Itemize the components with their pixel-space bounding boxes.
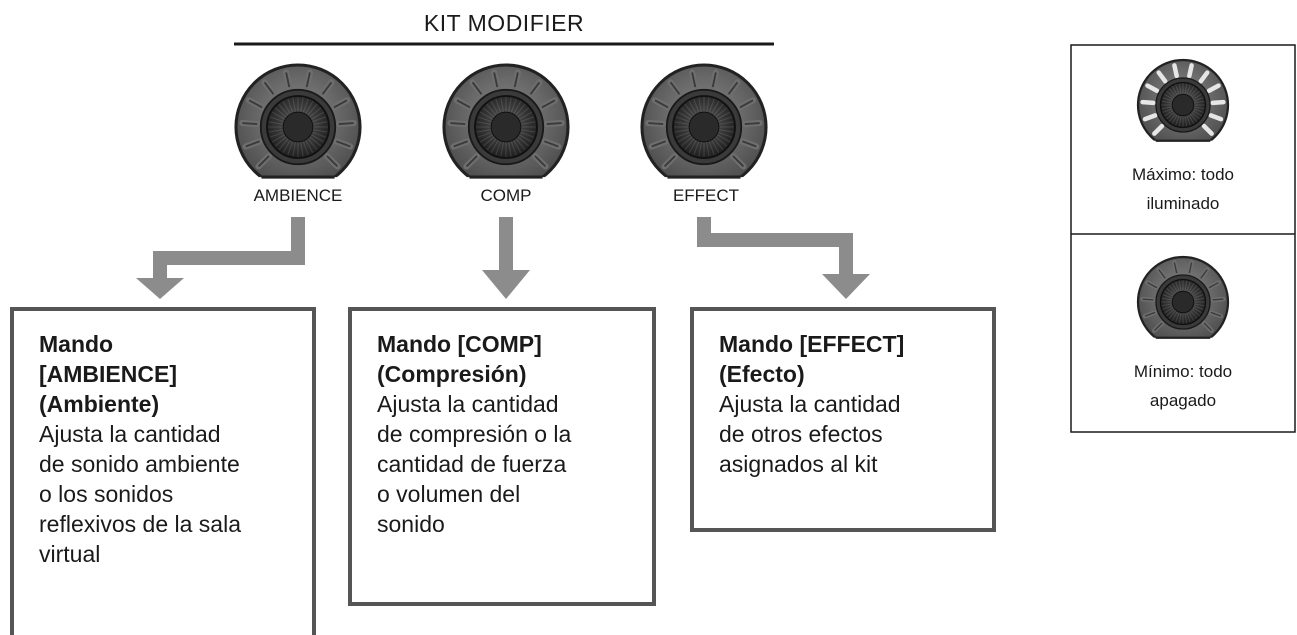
led-segment (1156, 70, 1168, 84)
comp-arrow-head (482, 270, 530, 299)
effect-knob-label: EFFECT (672, 186, 740, 205)
ambience-connector (153, 217, 305, 282)
effect-description-title: Mando [EFFECT] (Efecto) (719, 331, 905, 387)
ambience-knob-label: AMBIENCE (253, 186, 343, 205)
comp-box-border (348, 307, 656, 606)
legend-max-caption: Máximo: todo iluminado (1131, 165, 1235, 213)
effect-knob[interactable] (640, 63, 768, 189)
legend-min-caption: Mínimo: todo apagado (1133, 362, 1233, 410)
group-title: KIT MODIFIER (423, 10, 585, 36)
ambience-arrow-head (136, 278, 184, 299)
comp-description-box: Mando [COMP] (Compresión) Ajusta la cant… (352, 311, 652, 539)
effect-description-text: Ajusta la cantidad de otros efectos asig… (719, 391, 901, 477)
effect-connector (697, 217, 853, 276)
led-segment (1201, 123, 1214, 136)
effect-description-box: Mando [EFFECT] (Efecto) Ajusta la cantid… (694, 311, 992, 479)
led-segment (1142, 113, 1158, 122)
led-segment (1140, 99, 1156, 106)
knob-max-illustration (1136, 58, 1230, 142)
led-segment (1187, 63, 1194, 79)
ambience-description-box: Mando [AMBIENCE] (Ambiente) Ajusta la ca… (14, 311, 312, 569)
ambience-description-title: Mando [AMBIENCE] (Ambiente) (39, 331, 177, 417)
led-segment (1152, 123, 1165, 136)
led-segment (1208, 113, 1224, 122)
led-segment (1210, 99, 1226, 106)
led-segment (1198, 70, 1210, 84)
ambience-description-text: Ajusta la cantidad de sonido ambiente o … (39, 421, 241, 567)
led-segment (1172, 63, 1179, 79)
led-segment (1206, 83, 1221, 94)
led-segment (1145, 83, 1160, 94)
knob-min-illustration (1136, 255, 1230, 339)
connector-arrows (136, 217, 870, 299)
ambience-knob[interactable] (234, 63, 362, 189)
ambience-box-border (10, 307, 316, 635)
comp-knob-label: COMP (480, 186, 532, 205)
comp-knob[interactable] (442, 63, 570, 189)
knob-center (688, 111, 720, 143)
comp-description-text: Ajusta la cantidad de compresión o la ca… (377, 391, 572, 537)
knob-center (1171, 93, 1195, 117)
legend-box (1070, 44, 1296, 433)
knob-center (490, 111, 522, 143)
effect-box-border (690, 307, 996, 532)
knob-center (282, 111, 314, 143)
comp-description-title: Mando [COMP] (Compresión) (377, 331, 542, 387)
effect-arrow-head (822, 274, 870, 299)
knob-center (1171, 290, 1195, 314)
